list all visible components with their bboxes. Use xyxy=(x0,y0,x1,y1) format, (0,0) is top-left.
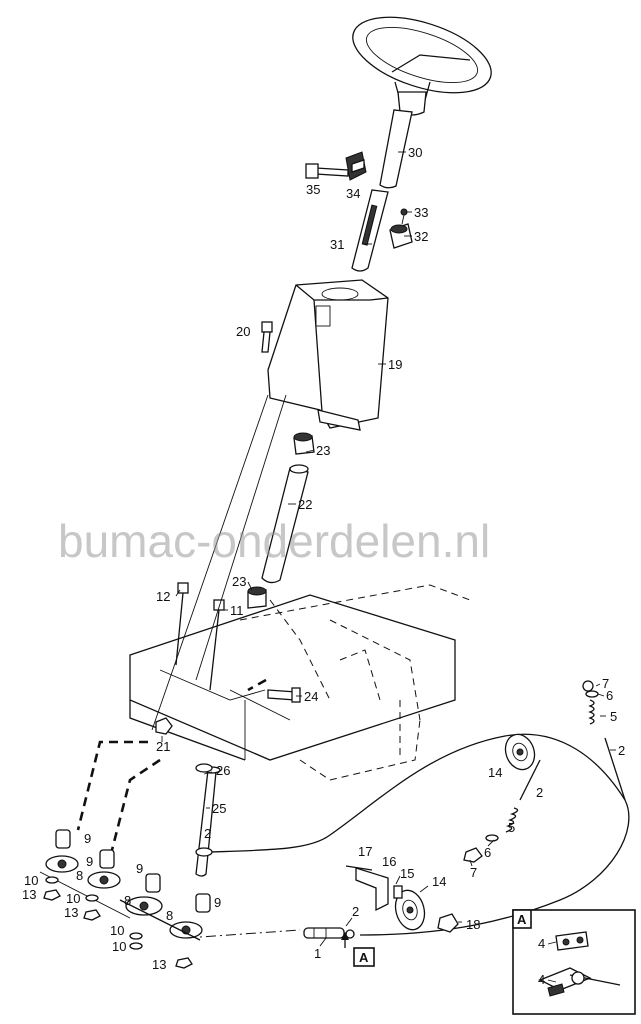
spring-5-right xyxy=(582,680,599,725)
callout-8-a: 8 xyxy=(76,868,83,883)
callout-6-lower: 6 xyxy=(484,845,491,860)
callout-35: 35 xyxy=(306,182,320,197)
shaft-25 xyxy=(195,766,221,877)
callout-11: 11 xyxy=(230,603,244,618)
sprocket-8-b xyxy=(87,849,121,889)
watermark-text: bumac-onderdelen.nl xyxy=(58,515,490,567)
callout-33: 33 xyxy=(414,205,428,220)
sprocket-8-d xyxy=(169,893,211,939)
callout-4-upper: 4 xyxy=(538,936,545,951)
callout-9-d: 9 xyxy=(214,895,221,910)
upper-steering-shaft xyxy=(379,109,413,189)
clamp-34 xyxy=(345,151,367,181)
sprocket-8-c xyxy=(125,873,163,916)
screw-33 xyxy=(400,208,408,225)
bolt-35 xyxy=(305,163,349,179)
bolt-11 xyxy=(209,599,225,691)
sprocket-8-a xyxy=(45,829,79,873)
detail-a-pointer: A xyxy=(341,932,375,967)
callout-24: 24 xyxy=(304,689,318,704)
callout-15: 15 xyxy=(400,866,414,881)
nut-washer-stack xyxy=(43,876,193,969)
callout-7-right: 7 xyxy=(602,676,609,691)
nut-18 xyxy=(437,913,459,933)
pulley-14-upper xyxy=(504,733,536,771)
callout-5-right: 5 xyxy=(610,709,617,724)
steering-wheel xyxy=(352,16,492,116)
callout-13-a: 13 xyxy=(22,887,36,902)
callout-9-c: 9 xyxy=(136,861,143,876)
callout-10-a: 10 xyxy=(24,873,38,888)
callout-2-middle: 2 xyxy=(536,785,543,800)
nut-21 xyxy=(155,717,173,735)
callout-30: 30 xyxy=(408,145,422,160)
chassis-frame xyxy=(129,584,471,781)
detail-a-inset-letter: A xyxy=(517,912,527,927)
callout-16: 16 xyxy=(382,854,396,869)
callout-13-c: 13 xyxy=(152,957,166,972)
bracket-16 xyxy=(345,865,403,912)
callout-1: 1 xyxy=(314,946,321,961)
callout-23-upper: 23 xyxy=(316,443,330,458)
callout-10-c: 10 xyxy=(110,923,124,938)
callout-12: 12 xyxy=(156,589,170,604)
callout-10-b: 10 xyxy=(66,891,80,906)
callout-4-lower: 4 xyxy=(538,972,545,987)
bushing-23-upper xyxy=(293,432,315,455)
callout-2-right: 2 xyxy=(618,743,625,758)
callout-8-c: 8 xyxy=(124,893,131,908)
callout-25: 25 xyxy=(212,801,226,816)
callout-22: 22 xyxy=(298,497,312,512)
bolt-12 xyxy=(175,582,189,666)
bolt-24 xyxy=(247,678,301,703)
bushing-32 xyxy=(389,223,413,249)
callout-labels: 30 35 34 33 32 31 20 19 23 22 23 12 11 2… xyxy=(22,145,625,987)
bolt-20 xyxy=(261,321,273,353)
callout-34: 34 xyxy=(346,186,360,201)
callout-23-lower: 23 xyxy=(232,574,246,589)
pulley-14-lower xyxy=(394,889,426,931)
callout-5-lower: 5 xyxy=(508,820,515,835)
callout-8-b: 8 xyxy=(166,908,173,923)
lower-steering-shaft-31 xyxy=(351,189,389,272)
callout-2-bottom: 2 xyxy=(352,904,359,919)
callout-10-d: 10 xyxy=(112,939,126,954)
callout-19: 19 xyxy=(388,357,402,372)
callout-31: 31 xyxy=(330,237,344,252)
callout-9-a: 9 xyxy=(84,831,91,846)
spring-5-lower xyxy=(463,759,541,863)
callout-26: 26 xyxy=(216,763,230,778)
callout-32: 32 xyxy=(414,229,428,244)
callout-2-left: 2 xyxy=(204,826,211,841)
bushing-23-lower xyxy=(247,586,267,609)
detail-a-inset: A xyxy=(512,909,636,1015)
steering-tube-22 xyxy=(261,464,309,584)
callout-18: 18 xyxy=(466,917,480,932)
callout-20: 20 xyxy=(236,324,250,339)
callout-6-right: 6 xyxy=(606,688,613,703)
detail-a-pointer-letter: A xyxy=(359,950,369,965)
callout-13-b: 13 xyxy=(64,905,78,920)
callout-17: 17 xyxy=(358,844,372,859)
callout-7-lower: 7 xyxy=(470,865,477,880)
callout-21: 21 xyxy=(156,739,170,754)
callout-14-upper: 14 xyxy=(488,765,502,780)
callout-14-lower: 14 xyxy=(432,874,446,889)
leader-lines xyxy=(161,151,616,947)
callout-9-b: 9 xyxy=(86,854,93,869)
washer-26 xyxy=(195,763,213,773)
steering-column-housing-19 xyxy=(267,279,389,431)
